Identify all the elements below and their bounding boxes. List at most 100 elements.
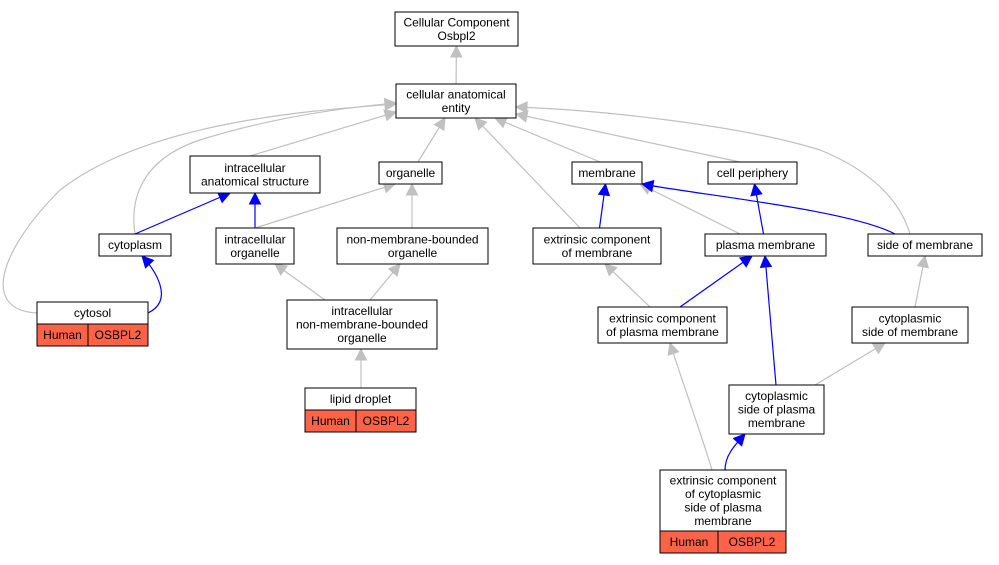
term-label-line: intracellular — [224, 232, 285, 246]
term-label-line: cell periphery — [717, 166, 788, 180]
edge-cytoplasmic-side-of-plasma-membrane-to-plasma-membrane — [764, 255, 777, 386]
arrowhead-non-membrane-bounded-organelle-to-organelle — [405, 182, 419, 196]
arrowhead-extrinsic-component-of-cytoplasmic-side-to-cytoplasmic-side-of-plasma-membrane — [732, 433, 746, 447]
arrowhead-intracellular-nmb-organelle-to-non-membrane-bounded-organelle — [387, 263, 401, 277]
term-label-line: side of membrane — [862, 325, 958, 339]
edge-cytosol-to-cellular-anatomical-entity — [2, 103, 397, 314]
arrowhead-intracellular-nmb-organelle-to-intracellular-organelle — [274, 263, 288, 276]
arrowhead-side-of-membrane-to-cellular-anatomical-entity — [514, 101, 528, 114]
gene-cell — [717, 530, 787, 554]
term-box — [659, 469, 787, 532]
term-label-line: non-membrane-bounded — [296, 318, 428, 332]
term-box — [395, 83, 517, 119]
term-label-line: Osbpl2 — [437, 29, 475, 43]
edge-cytoplasm-to-intracellular-anatomical-structure — [134, 192, 231, 235]
term-box — [851, 306, 969, 344]
term-box — [189, 155, 321, 194]
term-node-plasma-membrane[interactable]: plasma membrane — [704, 233, 827, 257]
term-box — [336, 227, 489, 265]
edge-membrane-to-cellular-anatomical-entity — [494, 117, 601, 163]
term-label-line: organelle — [388, 246, 438, 260]
gene-label: OSBPL2 — [95, 328, 142, 342]
arrowhead-lipid-droplet-to-intracellular-nmb-organelle — [354, 347, 368, 361]
edge-extrinsic-component-of-membrane-to-cellular-anatomical-entity — [474, 117, 581, 229]
term-node-side-of-membrane[interactable]: side of membrane — [867, 233, 983, 257]
gene-cell — [355, 409, 417, 433]
arrowhead-intracellular-organelle-to-intracellular-anatomical-structure — [248, 191, 262, 205]
term-box — [98, 233, 172, 257]
arrowhead-plasma-membrane-to-cell-periphery — [750, 182, 763, 197]
term-label-line: Cellular Component — [403, 15, 510, 29]
term-box — [704, 233, 827, 257]
gene-label: OSBPL2 — [363, 414, 410, 428]
term-label-line: intracellular — [224, 161, 285, 175]
term-box — [728, 384, 825, 435]
term-label-line: plasma membrane — [716, 238, 816, 252]
term-label-line: intracellular — [331, 304, 392, 318]
term-label-line: organelle — [386, 166, 436, 180]
term-node-cell-periphery[interactable]: cell periphery — [707, 161, 798, 185]
edge-intracellular-anatomical-structure-to-cellular-anatomical-entity — [249, 111, 397, 157]
term-node-intracellular-nmb-organelle[interactable]: intracellularnon-membrane-boundedorganel… — [286, 299, 438, 350]
term-box — [571, 161, 643, 185]
term-box — [215, 227, 295, 265]
term-box — [394, 11, 519, 47]
term-box — [707, 161, 798, 185]
edge-plasma-membrane-to-membrane — [639, 183, 741, 235]
term-label-line: organelle — [230, 246, 280, 260]
edge-extrinsic-component-of-cytoplasmic-side-to-extrinsic-component-of-plasma-membrane — [669, 342, 713, 471]
arrowhead-organelle-to-cellular-anatomical-entity — [433, 117, 446, 132]
term-label-line: extrinsic component — [609, 311, 716, 325]
term-node-organelle[interactable]: organelle — [378, 161, 443, 185]
arrowhead-cytoplasmic-side-of-membrane-to-side-of-membrane — [916, 254, 929, 269]
term-label-line: of plasma membrane — [606, 325, 719, 339]
edge-intracellular-organelle-to-organelle — [254, 183, 396, 229]
gene-cell — [87, 323, 149, 347]
annotation-row: Human OSBPL2 — [36, 323, 149, 347]
term-label-line: cytosol — [74, 306, 111, 320]
term-label-line: cytoplasmic — [745, 389, 808, 403]
term-box — [532, 227, 662, 265]
annotation-row: Human OSBPL2 — [304, 409, 417, 433]
arrowhead-side-of-membrane-to-membrane — [640, 179, 655, 193]
arrowhead-extrinsic-component-of-membrane-to-cellular-anatomical-entity — [474, 117, 488, 131]
arrowhead-cellular-anatomical-entity-to-root — [449, 44, 463, 58]
arrowheads-layer — [141, 44, 929, 447]
term-label-line: membrane — [578, 166, 636, 180]
term-label-line: side of plasma — [684, 500, 762, 514]
term-node-cytoplasm[interactable]: cytoplasm — [98, 233, 172, 257]
arrowhead-extrinsic-component-of-plasma-membrane-to-extrinsic-component-of-membrane — [604, 263, 618, 277]
species-label: Human — [43, 328, 82, 342]
term-label-line: side of plasma — [738, 403, 816, 417]
species-label: Human — [311, 414, 350, 428]
term-label-line: entity — [442, 101, 471, 115]
term-label-line: of membrane — [562, 246, 633, 260]
term-node-membrane[interactable]: membrane — [571, 161, 643, 185]
term-label-line: side of membrane — [877, 238, 973, 252]
edge-extrinsic-component-of-plasma-membrane-to-plasma-membrane — [679, 255, 753, 308]
arrowhead-cell-periphery-to-cellular-anatomical-entity — [514, 110, 529, 123]
arrowhead-cytoplasm-to-intracellular-anatomical-structure — [216, 191, 232, 204]
term-label-line: extrinsic component — [670, 473, 777, 487]
term-label-line: cellular anatomical — [406, 87, 505, 101]
term-box — [286, 299, 438, 350]
edge-side-of-membrane-to-membrane — [641, 183, 896, 235]
term-label-line: membrane — [748, 416, 806, 430]
arrowhead-extrinsic-component-of-membrane-to-membrane — [597, 182, 611, 197]
edge-side-of-membrane-to-cellular-anatomical-entity — [515, 106, 911, 235]
